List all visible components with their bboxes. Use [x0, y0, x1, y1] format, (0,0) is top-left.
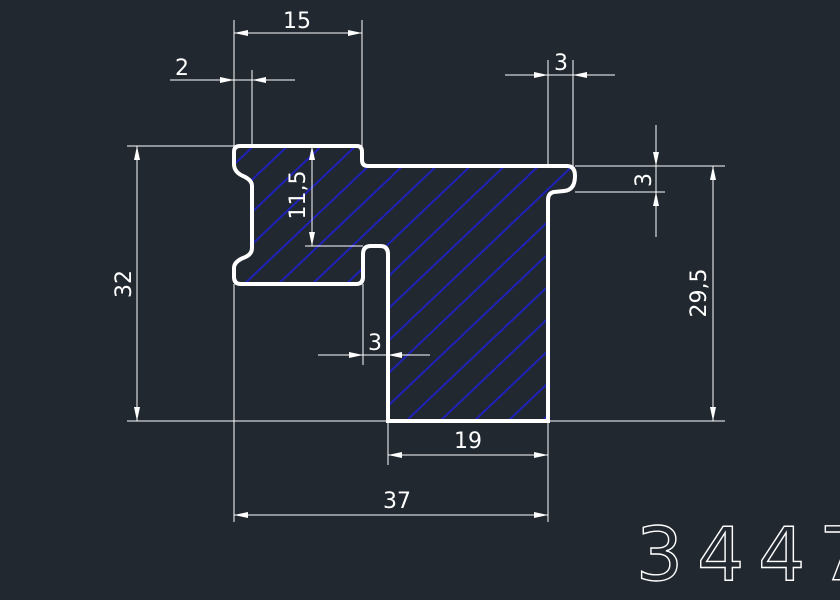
hatch-line: [343, 146, 575, 421]
arrowhead: [710, 166, 716, 180]
dim-lip-width: 3: [554, 51, 568, 76]
arrowhead: [534, 452, 548, 458]
arrowhead: [534, 72, 548, 78]
arrowhead: [252, 77, 266, 83]
dim-notch-depth: 2: [175, 56, 189, 81]
arrowhead: [220, 77, 234, 83]
dim-bottom-width: 19: [454, 429, 482, 454]
dimension-arrows: [134, 30, 716, 518]
dim-total-height: 32: [112, 270, 137, 298]
arrowhead: [388, 352, 402, 358]
dimension-lines: [127, 20, 725, 522]
dim-groove-height: 11,5: [286, 171, 311, 220]
hatch-line: [411, 146, 575, 421]
arrowhead: [349, 352, 363, 358]
hatch-line: [234, 146, 337, 421]
dim-wall-thickness: 3: [368, 331, 382, 356]
arrowhead: [309, 146, 315, 160]
dim-top-width: 15: [283, 9, 311, 34]
dim-lip-height: 3: [632, 173, 657, 187]
arrowhead: [653, 192, 659, 206]
arrowhead: [573, 72, 587, 78]
dim-right-height: 29,5: [687, 269, 712, 318]
arrowhead: [653, 152, 659, 166]
arrowhead: [388, 452, 402, 458]
arrowhead: [234, 512, 248, 518]
arrowhead: [534, 512, 548, 518]
hatch-line: [234, 146, 371, 421]
part-number: 3447: [636, 512, 840, 598]
arrowhead: [710, 407, 716, 421]
dim-total-width: 37: [383, 489, 411, 514]
arrowhead: [134, 146, 140, 160]
arrowhead: [134, 407, 140, 421]
profile-outline: [232, 144, 578, 423]
arrowhead: [309, 232, 315, 246]
hatch-line: [234, 146, 405, 421]
hatch-line: [445, 146, 575, 421]
arrowhead: [234, 30, 248, 36]
arrowhead: [348, 30, 362, 36]
hatch-line: [377, 146, 575, 421]
